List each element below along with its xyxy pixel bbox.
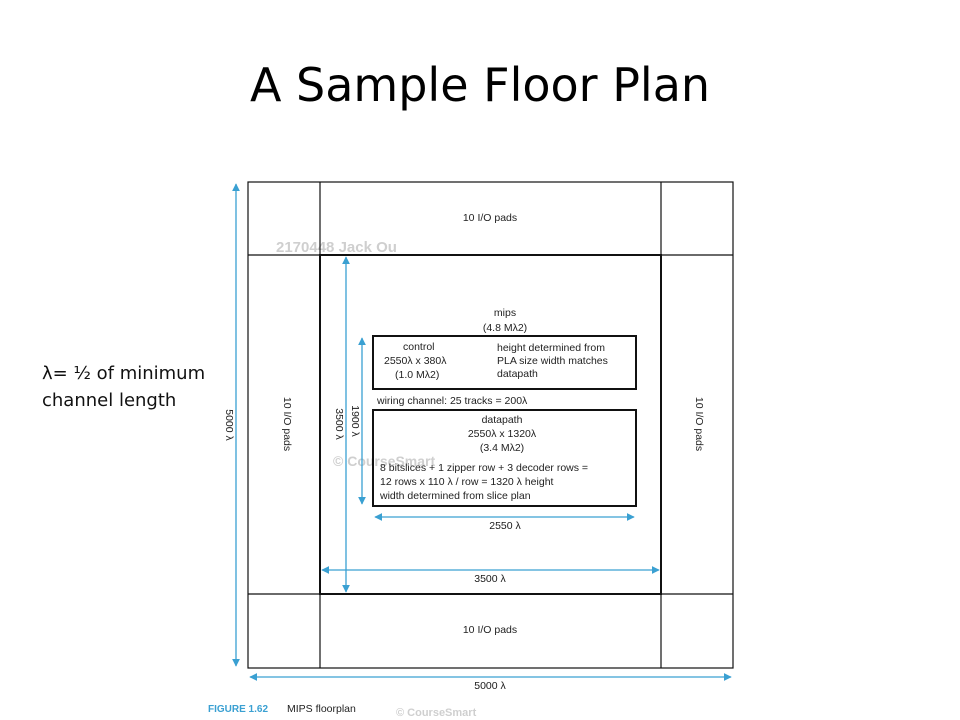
pads-right-label: 10 I/O pads [693,397,705,451]
datapath-note-line-2: 12 rows x 110 λ / row = 1320 λ height [380,476,554,488]
dim-core-width-label: 3500 λ [474,573,506,585]
figure-number: FIGURE 1.62 [208,704,268,715]
lambda-note-line-1: λ= ½ of minimum [42,363,206,384]
control-area: (1.0 Mλ2) [395,369,439,381]
datapath-area: (3.4 Mλ2) [480,442,524,454]
figure-caption: MIPS floorplan [287,703,356,715]
wiring-channel-label: wiring channel: 25 tracks = 200λ [376,395,528,407]
datapath-note-line-3: width determined from slice plan [379,490,531,502]
datapath-dimensions: 2550λ x 1320λ [468,428,537,440]
datapath-block [372,409,637,507]
lambda-note-line-2: channel length [42,390,177,411]
datapath-note-line-1: 8 bitslices + 1 zipper row + 3 decoder r… [380,462,588,474]
dim-chip-width-label: 5000 λ [474,680,506,692]
control-note-line-2: PLA size width matches [497,355,608,367]
mips-label: mips [494,307,516,319]
lambda-note: λ= ½ of minimum channel length [42,360,205,414]
mips-area: (4.8 Mλ2) [483,322,527,334]
control-block [372,335,637,390]
datapath-label: datapath [482,414,523,426]
control-note-line-1: height determined from [497,342,605,354]
watermark-top: 2170448 Jack Ou [276,239,397,256]
dim-inner-width-label: 2550 λ [489,520,521,532]
chip-boundary [247,181,734,669]
slide-title: A Sample Floor Plan [249,58,711,112]
pads-left-label: 10 I/O pads [281,397,293,451]
dim-chip-height-label: 5000 λ [223,409,235,441]
control-dimensions: 2550λ x 380λ [384,355,447,367]
watermark-bottom: © CourseSmart [396,707,477,719]
dim-core-height-label: 3500 λ [333,408,345,440]
core-boundary [319,254,662,595]
dim-inner-height-label: 1900 λ [349,405,361,437]
pads-bottom-label: 10 I/O pads [463,624,517,636]
pads-top-label: 10 I/O pads [463,212,517,224]
control-note-line-3: datapath [497,368,538,380]
control-label: control [403,341,435,353]
